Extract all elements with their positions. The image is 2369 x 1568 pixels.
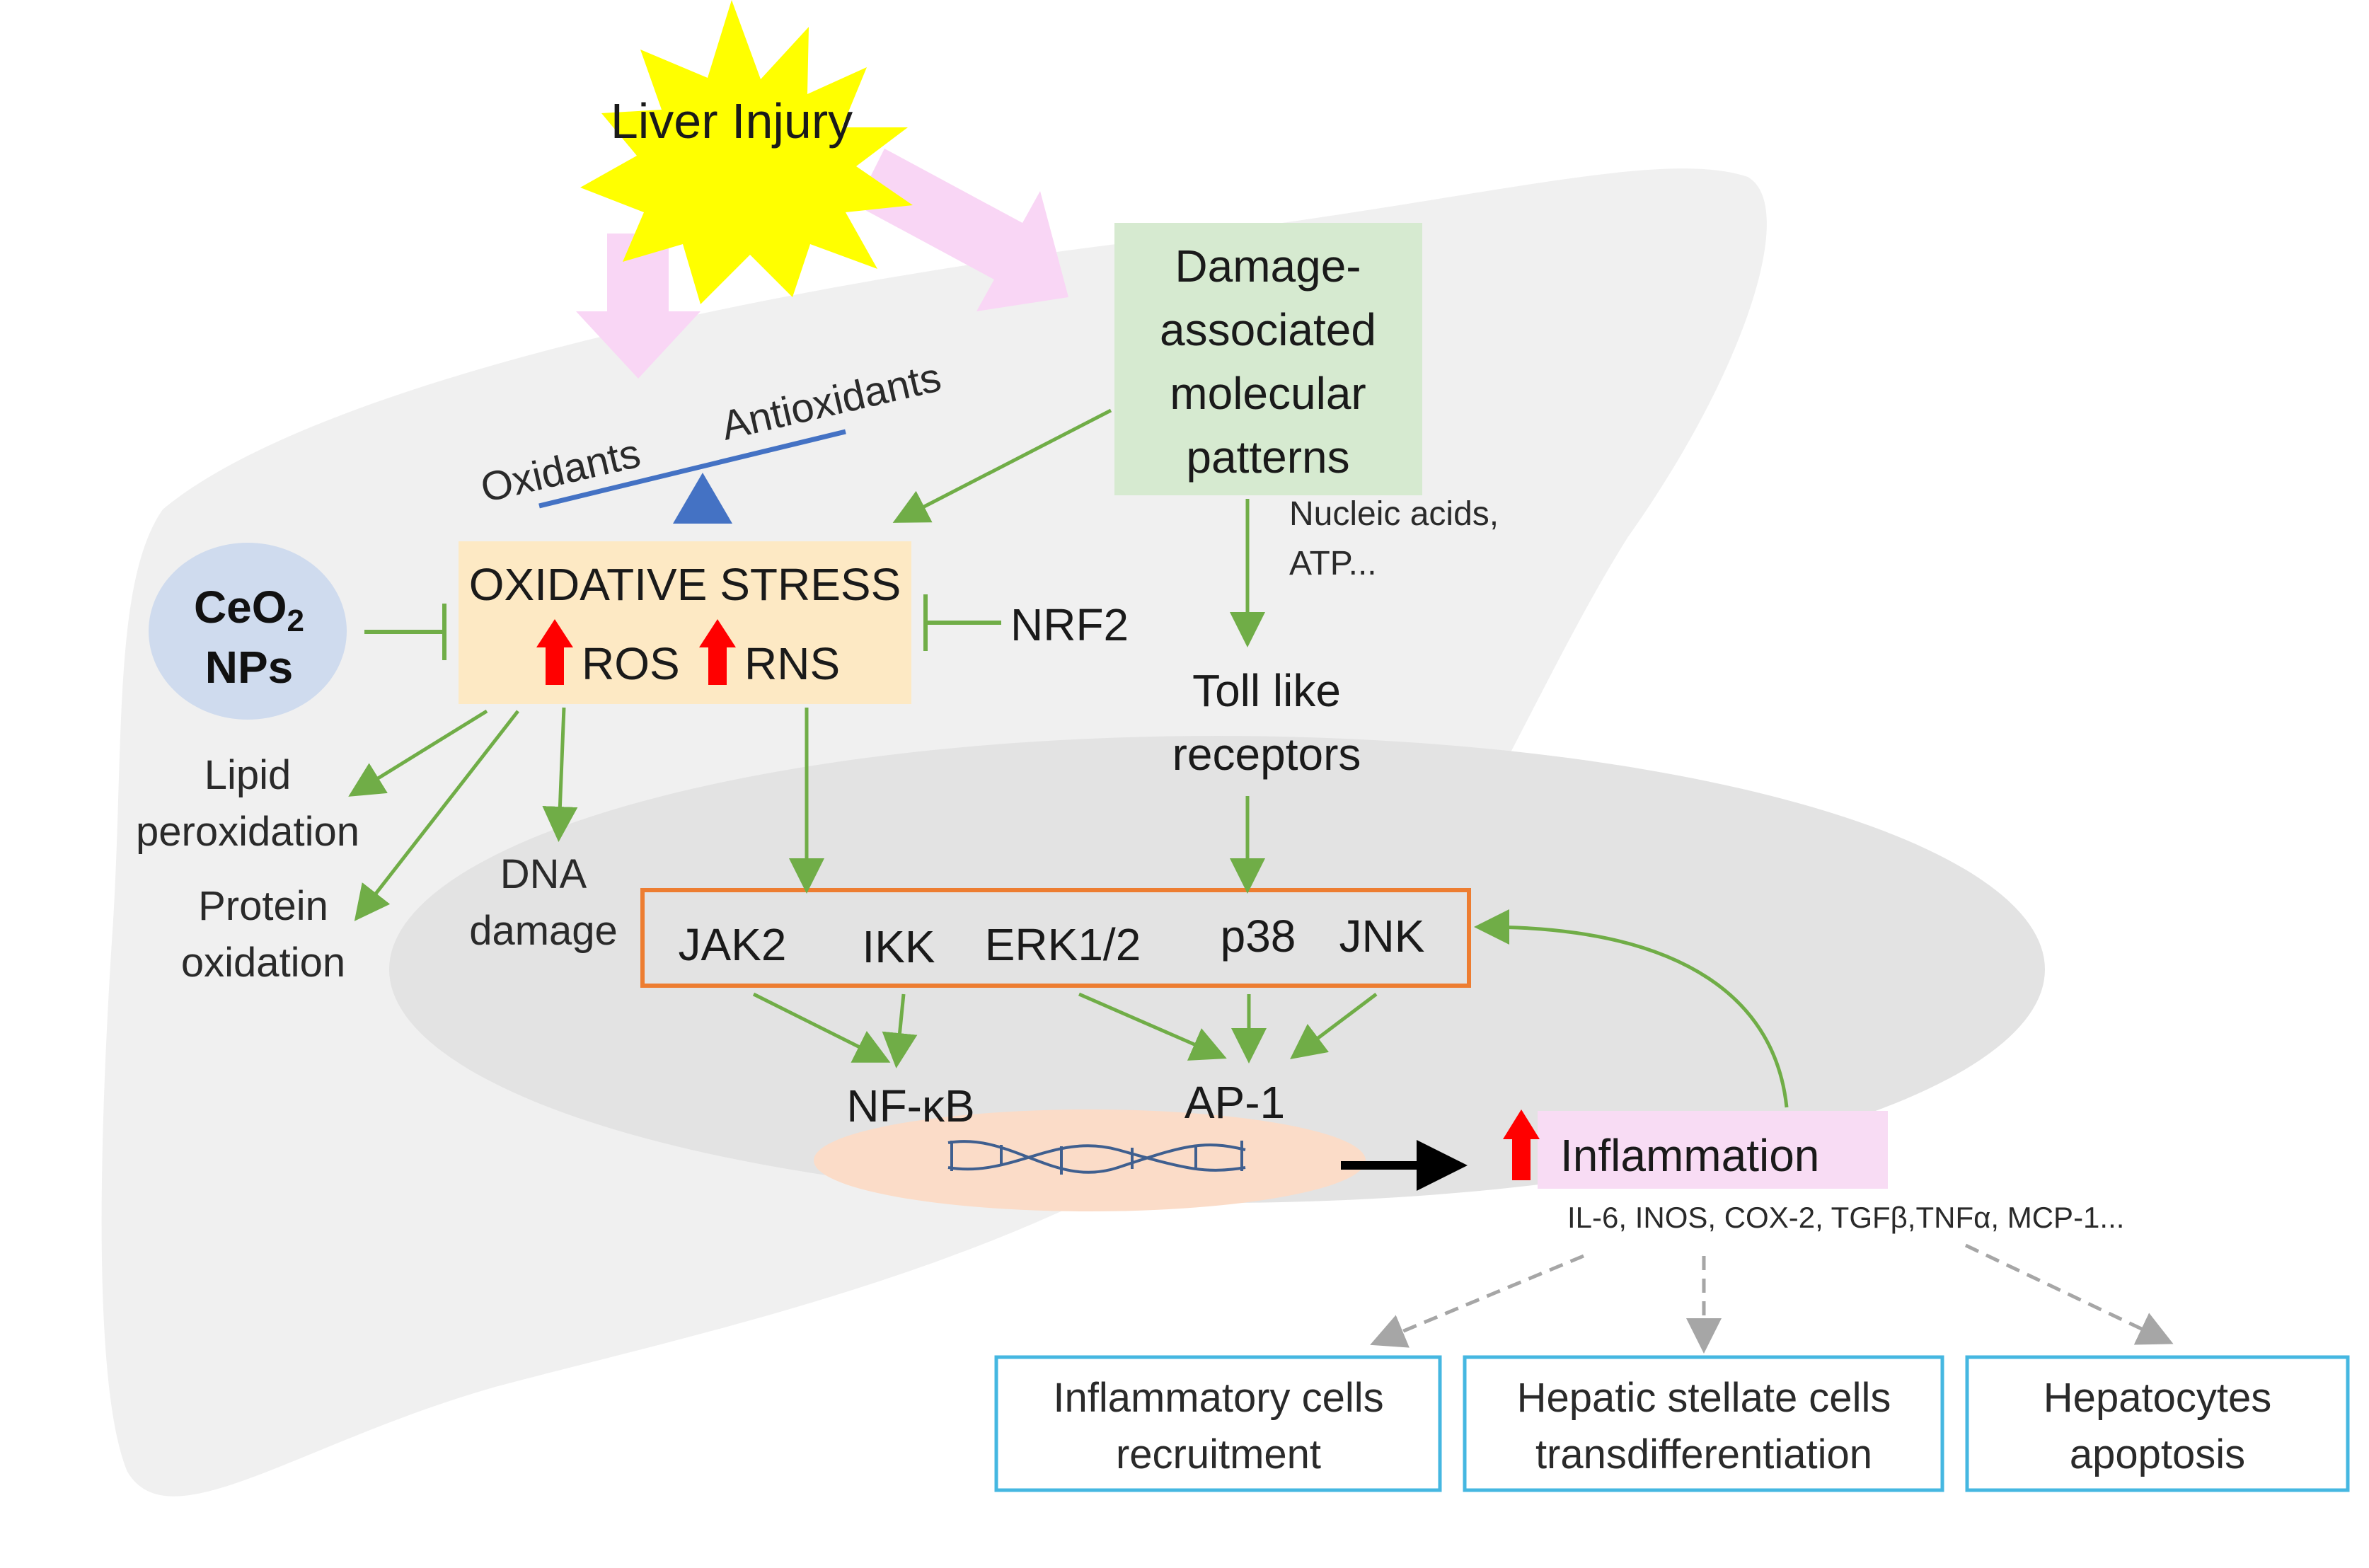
injury-to-damp-arrow: [856, 149, 1068, 311]
arrow-stress-to-protein: [354, 710, 519, 921]
damp-line-4: patterns: [1186, 432, 1349, 483]
rns-label: RNS: [744, 638, 840, 689]
seesaw-beam: [538, 429, 846, 509]
inflammation-box: [1538, 1111, 1888, 1189]
arrow-stress-to-dna: [542, 707, 578, 842]
lipid-peroxidation-line-1: Lipid: [204, 752, 292, 798]
arrow-damp-to-stress: [892, 408, 1112, 523]
inflammation-up-arrow: [1503, 1109, 1540, 1180]
oxidative-stress-box: [459, 541, 911, 704]
dna-damage-line-1: DNA: [500, 851, 587, 897]
nucleus-ellipse: [814, 1109, 1366, 1211]
ros-up-arrow: [536, 619, 573, 685]
dashed-arrow-to-outcome-1: [1370, 1254, 1584, 1348]
dna-helix-icon: [947, 1140, 1246, 1175]
damp-line-2: associated: [1160, 304, 1376, 355]
kinase-p38: p38: [1221, 911, 1296, 962]
green-arrows: [348, 408, 1789, 1108]
outcome-1-line-1: Inflammatory cells: [1053, 1375, 1383, 1421]
dashed-arrows: [1370, 1243, 2174, 1354]
kinase-jnk: JNK: [1339, 911, 1425, 962]
liver-injury-label: Liver Injury: [611, 93, 853, 149]
ap1-label: AP-1: [1184, 1077, 1285, 1128]
tlr-line-1: Toll like: [1192, 665, 1341, 716]
tlr-line-2: receptors: [1172, 729, 1361, 780]
oxidative-stress-title: OXIDATIVE STRESS: [469, 559, 901, 610]
ceo2-subscript: 2: [287, 604, 304, 638]
arrow-ikk-to-nfkb: [882, 993, 918, 1068]
ceo2-nps-circle: [149, 543, 347, 720]
ceo2-label: CeO2: [194, 582, 304, 638]
outcome-3-line-2: apoptosis: [2070, 1431, 2245, 1477]
arrow-jnk-to-ap1: [1290, 993, 1378, 1060]
damp-box: [1114, 223, 1422, 495]
arrow-stress-to-lipid: [348, 709, 488, 797]
outcome-3-line-1: Hepatocytes: [2044, 1375, 2271, 1421]
damp-line-3: molecular: [1170, 368, 1366, 419]
protein-oxidation-line-1: Protein: [198, 883, 328, 929]
ros-label: ROS: [582, 638, 680, 689]
inflammation-mediators: IL-6, INOS, COX-2, TGFβ,TNFα, MCP-1...: [1567, 1201, 2124, 1234]
outcome-2-line-2: transdifferentiation: [1535, 1431, 1872, 1477]
inner-shade-ellipse: [389, 736, 2045, 1203]
starburst-shape: [580, 0, 913, 304]
nps-label: NPs: [205, 642, 294, 693]
outcome-1-line-2: recruitment: [1116, 1431, 1321, 1477]
outcome-2-line-1: Hepatic stellate cells: [1517, 1375, 1891, 1421]
damp-examples-line-1: Nucleic acids,: [1289, 495, 1499, 533]
kinase-box: [640, 888, 1471, 988]
arrow-erk-to-ap1: [1078, 992, 1227, 1061]
dashed-arrow-to-outcome-3: [1964, 1243, 2174, 1345]
rns-up-arrow: [699, 619, 736, 685]
nfkb-label: NF-κB: [846, 1080, 974, 1131]
kinase-jak2: JAK2: [679, 919, 787, 970]
outcome-box-3: [1965, 1355, 2350, 1492]
outcome-box-2: [1463, 1355, 1944, 1492]
damp-examples-line-2: ATP...: [1289, 545, 1377, 582]
damp-line-1: Damage-: [1175, 241, 1361, 292]
outcome-box-1: [994, 1355, 1442, 1492]
protein-oxidation-line-2: oxidation: [181, 940, 345, 986]
seesaw-fulcrum: [673, 473, 732, 524]
injury-down-arrow: [576, 234, 701, 379]
nrf2-label: NRF2: [1010, 599, 1129, 650]
kinase-erk: ERK1/2: [985, 919, 1141, 970]
arrow-inflammation-feedback: [1474, 909, 1789, 1108]
lipid-peroxidation-line-2: peroxidation: [136, 809, 359, 855]
arrow-jak2-to-nfkb: [752, 992, 891, 1063]
dna-damage-line-2: damage: [469, 908, 618, 954]
inflammation-label: Inflammation: [1560, 1130, 1819, 1181]
kinase-ikk: IKK: [862, 921, 935, 972]
